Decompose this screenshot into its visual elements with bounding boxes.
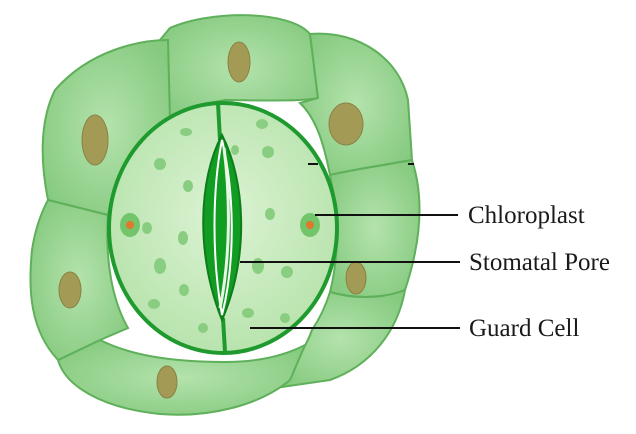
chloroplast [154, 158, 166, 170]
chloroplast [178, 231, 188, 245]
chloroplast [252, 258, 264, 274]
chloroplast [265, 208, 275, 220]
chloroplast [154, 258, 166, 274]
chloroplast [180, 128, 192, 136]
chloroplast [142, 222, 152, 234]
guard-cell-wall-bottom [223, 318, 225, 352]
chloroplast [231, 145, 239, 155]
label-chloroplast: Chloroplast [468, 203, 585, 228]
chloroplast [183, 180, 193, 192]
guard-nucleus-right-core [306, 221, 314, 229]
guard-nucleus-left-core [126, 221, 134, 229]
label-stomatal-pore: Stomatal Pore [469, 250, 610, 275]
nucleus-right [346, 262, 366, 294]
chloroplast [262, 146, 274, 158]
epidermal-cell-bottom [58, 340, 305, 415]
guard-cell-wall-top [218, 103, 220, 140]
label-guard-cell: Guard Cell [469, 316, 579, 341]
chloroplast [198, 323, 208, 333]
chloroplast [242, 308, 254, 318]
nucleus-bottom [157, 366, 177, 398]
chloroplast [148, 299, 160, 309]
epidermal-cell-right [330, 160, 419, 297]
chloroplast [280, 313, 290, 323]
nucleus-upper-left [82, 115, 108, 165]
nucleus-lower-left [59, 272, 81, 308]
nucleus-top [228, 42, 250, 82]
nucleus-upper-right [329, 103, 363, 145]
chloroplast [179, 284, 189, 296]
chloroplast [256, 119, 268, 129]
chloroplast [281, 266, 293, 278]
